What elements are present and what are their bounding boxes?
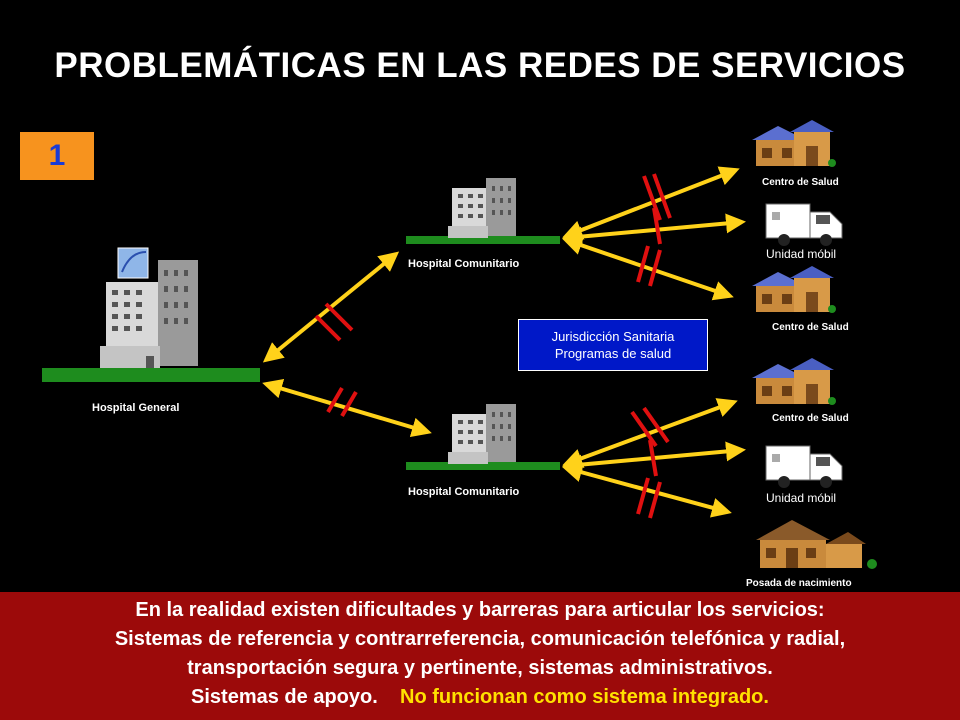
arrow-bottom-to-posada <box>562 462 732 518</box>
hospital-general-ground <box>42 368 260 382</box>
footer-line-3: transportación segura y pertinente, sist… <box>187 657 773 679</box>
network-diagram <box>42 120 877 569</box>
footer-line-4: Sistemas de apoyo. No funcionan como sis… <box>0 683 960 712</box>
page-title: PROBLEMÁTICAS EN LAS REDES DE SERVICIOS <box>54 46 906 85</box>
unidad-movil-1-icon <box>765 203 843 246</box>
jurisdiccion-box: Jurisdicción Sanitaria Programas de salu… <box>518 319 708 371</box>
unidad-movil-1-label: Unidad móbil <box>766 247 837 261</box>
hospital-comunitario-top-icon <box>448 178 516 238</box>
hospital-comunitario-bottom-label: Hospital Comunitario <box>408 486 520 498</box>
footer-panel: En la realidad existen dificultades y ba… <box>0 592 960 720</box>
unidad-movil-2-label: Unidad móbil <box>766 491 837 505</box>
arrow-top-to-centro-2 <box>562 235 734 301</box>
barrier-marks <box>314 173 672 519</box>
hospital-general-label: Hospital General <box>92 402 180 414</box>
arrow-top-to-unidad-1 <box>562 213 746 247</box>
unidad-movil-2-icon <box>765 445 843 488</box>
centro-salud-1-label: Centro de Salud <box>762 177 839 188</box>
slide-number-badge: 1 <box>20 132 94 180</box>
footer-highlight: No funcionan como sistema integrado. <box>400 686 769 708</box>
hospital-comunitario-top-label: Hospital Comunitario <box>408 258 520 270</box>
hospital-top-ground <box>406 236 560 244</box>
centro-salud-2-label: Centro de Salud <box>772 322 849 333</box>
centro-salud-3-icon <box>752 358 836 405</box>
footer-line-1: En la realidad existen dificultades y ba… <box>135 599 825 621</box>
centro-salud-3-label: Centro de Salud <box>772 413 849 424</box>
footer-line-2: Sistemas de referencia y contrarreferenc… <box>114 628 846 650</box>
centro-salud-1-icon <box>752 120 836 167</box>
hospital-bottom-ground <box>406 462 560 470</box>
hospital-general-icon <box>100 247 198 368</box>
posada-label: Posada de nacimiento <box>746 578 852 589</box>
centro-salud-2-icon <box>752 266 836 313</box>
jurisdiccion-line-1: Jurisdicción Sanitaria <box>551 329 675 344</box>
jurisdiccion-line-2: Programas de salud <box>554 346 672 361</box>
posada-icon <box>756 520 877 569</box>
footer-line-4-a: Sistemas de apoyo. <box>191 686 378 708</box>
hospital-comunitario-bottom-icon <box>448 404 516 464</box>
